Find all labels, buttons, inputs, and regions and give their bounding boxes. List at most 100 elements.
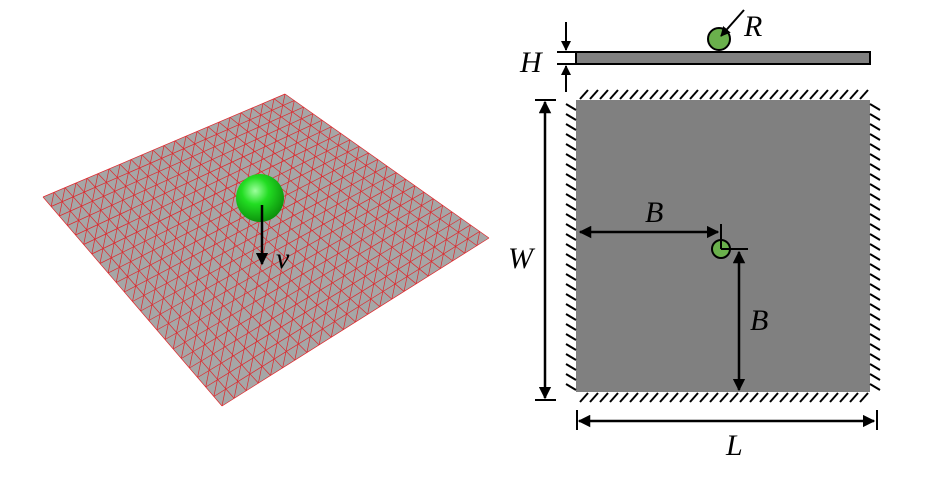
- side-view-plate: [575, 51, 871, 65]
- hatch-mark: [589, 89, 599, 100]
- hatch-mark: [829, 89, 839, 100]
- hatch-mark: [869, 263, 881, 271]
- mesh-edge: [181, 204, 443, 359]
- hatch-mark: [669, 89, 679, 100]
- mesh-edge: [140, 172, 397, 312]
- hatch-mark: [639, 89, 649, 100]
- hatch-mark: [869, 183, 881, 191]
- mesh-edge: [440, 211, 453, 269]
- hatch-mark: [869, 273, 881, 281]
- hatch-mark: [869, 123, 881, 131]
- mesh-edge: [251, 107, 453, 262]
- mesh-edge: [318, 146, 360, 345]
- hatch-mark: [565, 313, 577, 321]
- hatch-mark: [565, 123, 577, 131]
- hatch-mark: [565, 163, 577, 171]
- hatch-mark: [799, 89, 809, 100]
- hatch-mark: [719, 392, 729, 403]
- mesh-edge: [207, 126, 405, 292]
- hatch-mark: [869, 353, 881, 361]
- mesh-edge: [464, 224, 471, 254]
- mesh-edge: [197, 218, 462, 378]
- mesh-edge: [132, 145, 165, 302]
- hatch-mark: [689, 89, 699, 100]
- mesh-edge: [452, 218, 462, 261]
- hatch-mark: [649, 392, 659, 403]
- hatch-mark: [669, 392, 679, 403]
- hatch-mark: [565, 273, 577, 281]
- mesh-edge: [107, 159, 132, 274]
- hatch-mark: [679, 392, 689, 403]
- hatch-mark: [565, 363, 577, 371]
- hatch-mark: [869, 233, 881, 241]
- hatch-mark: [869, 103, 881, 111]
- hatch-mark: [565, 323, 577, 331]
- mesh-edge: [294, 133, 341, 361]
- hatch-mark: [689, 392, 699, 403]
- hatch-mark: [565, 143, 577, 151]
- length-label: L: [725, 429, 743, 462]
- mesh-edge: [75, 178, 88, 236]
- hatch-mark: [819, 392, 829, 403]
- mesh-edge: [189, 211, 453, 369]
- hatch-mark: [869, 323, 881, 331]
- offset-y-label: B: [750, 304, 768, 337]
- hatch-mark: [869, 213, 881, 221]
- hatch-mark: [565, 223, 577, 231]
- hatch-mark: [849, 392, 859, 403]
- hatch-mark: [869, 343, 881, 351]
- hatch-mark: [729, 89, 739, 100]
- mesh-edge: [50, 192, 55, 207]
- mesh-edge: [258, 113, 314, 384]
- mesh-edge: [180, 117, 231, 359]
- hatch-mark: [739, 89, 749, 100]
- mesh-edge: [185, 135, 381, 307]
- hatch-mark: [869, 163, 881, 171]
- hatch-mark: [799, 392, 809, 403]
- mesh-edge: [343, 159, 379, 330]
- hatch-mark: [729, 392, 739, 403]
- mesh-edge: [245, 107, 304, 391]
- hatch-mark: [869, 223, 881, 231]
- mesh-edge: [173, 198, 434, 350]
- hatch-mark: [849, 89, 859, 100]
- hatch-mark: [789, 392, 799, 403]
- mesh-edge: [229, 117, 429, 277]
- hatch-mark: [565, 253, 577, 261]
- hatch-mark: [779, 392, 789, 403]
- mesh-edge: [282, 126, 332, 368]
- mesh-edge: [330, 152, 369, 338]
- mesh-edge: [233, 100, 295, 399]
- hatch-mark: [869, 113, 881, 121]
- mesh-edge: [196, 131, 393, 300]
- hatch-mark: [869, 303, 881, 311]
- mesh-edge: [156, 185, 415, 331]
- hatch-mark: [819, 89, 829, 100]
- hatch-mark: [565, 303, 577, 311]
- hatch-mark: [659, 392, 669, 403]
- radius-arrow: [720, 9, 745, 37]
- hatch-mark: [599, 392, 609, 403]
- mesh-edge: [355, 165, 388, 323]
- mesh-edge: [58, 187, 66, 217]
- hatch-mark: [759, 89, 769, 100]
- hatch-mark: [565, 133, 577, 141]
- hatch-mark: [759, 392, 769, 403]
- hatch-mark: [869, 313, 881, 321]
- hatch-mark: [565, 243, 577, 251]
- hatch-mark: [839, 89, 849, 100]
- mesh-edge: [189, 112, 242, 369]
- mesh-edge: [91, 168, 110, 255]
- hatch-mark: [869, 253, 881, 261]
- mesh-edge: [148, 178, 406, 321]
- hatch-mark: [869, 293, 881, 301]
- radius-label: R: [743, 10, 762, 43]
- hatch-mark: [869, 333, 881, 341]
- hatch-mark: [565, 293, 577, 301]
- mesh-edge: [140, 140, 176, 312]
- hatch-mark: [565, 203, 577, 211]
- hatch-mark: [869, 243, 881, 251]
- hatch-mark: [609, 392, 619, 403]
- hatch-mark: [589, 392, 599, 403]
